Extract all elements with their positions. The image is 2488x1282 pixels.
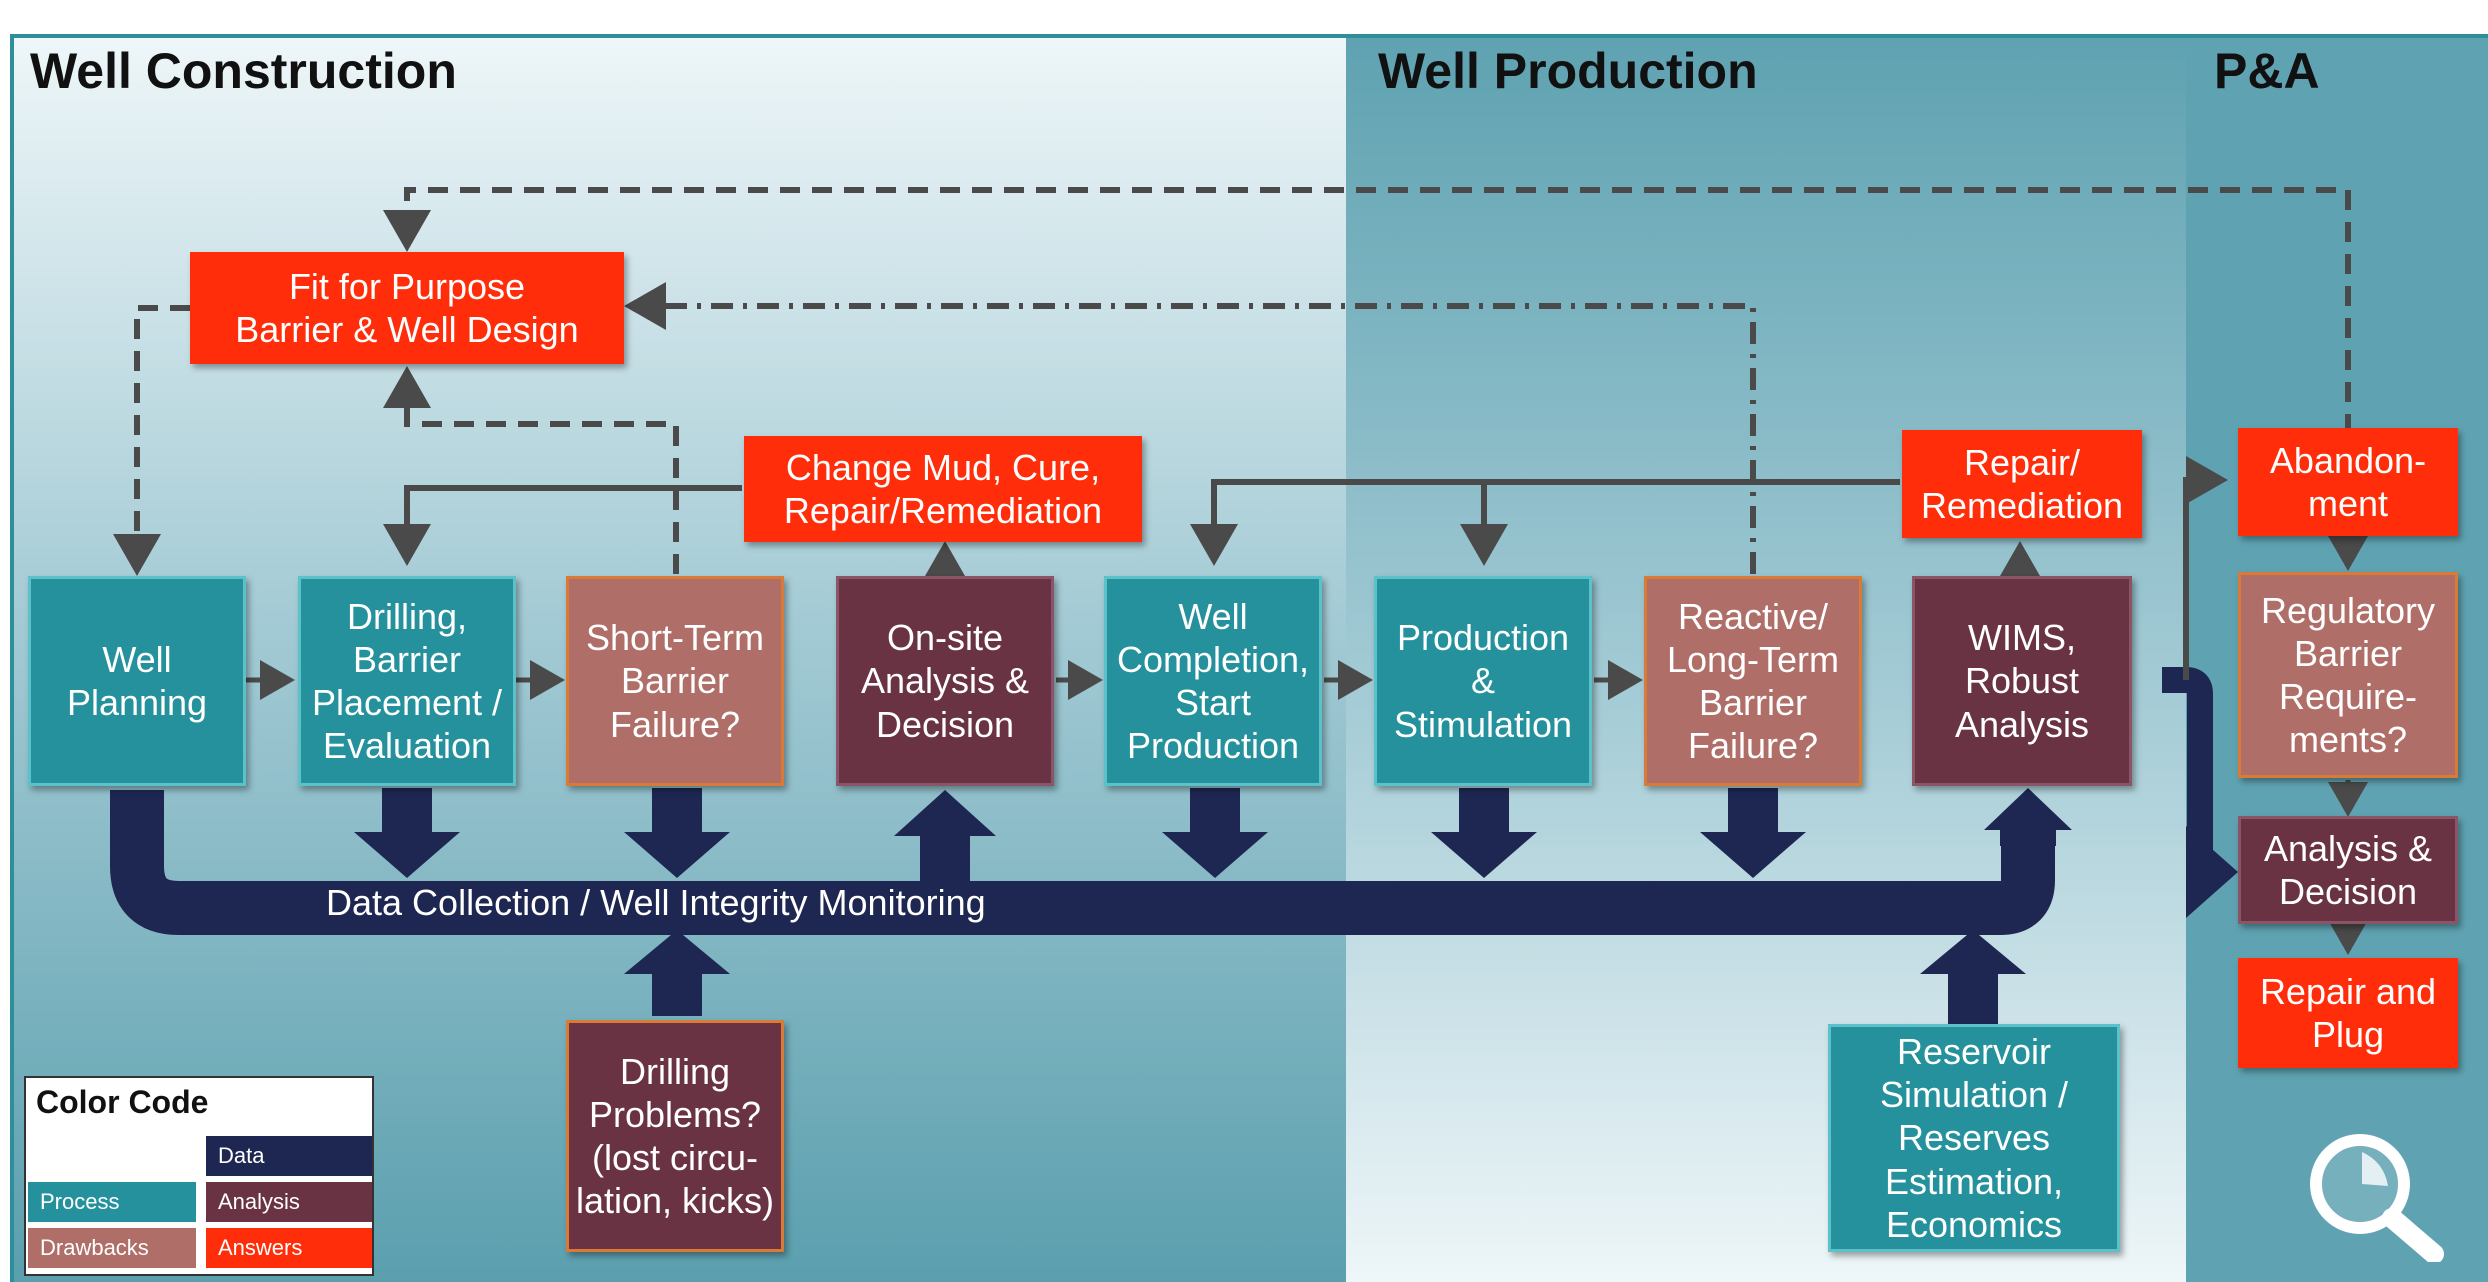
legend-drawbacks: Drawbacks [28,1228,196,1268]
box-short-term-failure: Short-Term Barrier Failure? [566,576,784,786]
magnifier-icon[interactable] [2292,1122,2452,1262]
box-drilling-problems: Drilling Problems? (lost circu- lation, … [566,1020,784,1252]
header-well-production: Well Production [1378,43,1758,99]
down-arrow-production [1431,788,1537,878]
feedback-dashed-lines [113,187,2351,576]
down-arrow-completion [1162,788,1268,878]
down-arrows [354,788,1806,878]
down-arrow-drilling [354,788,460,878]
box-production-stimulation: Production & Stimulation [1374,576,1592,786]
diagram-frame [10,34,2488,1282]
process-arrows [246,534,2368,955]
box-onsite-analysis: On-site Analysis & Decision [836,576,1054,786]
box-well-completion: Well Completion, Start Production [1104,576,1322,786]
legend-data: Data [206,1136,372,1176]
up-arrows [624,788,2072,1024]
header-pa: P&A [2214,43,2320,99]
data-band [110,790,2055,935]
box-regulatory-requirements: Regulatory Barrier Require- ments? [2238,572,2458,778]
box-drilling-barrier: Drilling, Barrier Placement / Evaluation [298,576,516,786]
box-reactive-failure: Reactive/ Long-Term Barrier Failure? [1644,576,1862,786]
box-abandonment: Abandon- ment [2238,428,2458,536]
feedback-dashdot-line [624,282,1756,574]
down-arrow-reactive [1700,788,1806,878]
legend-title: Color Code [36,1084,209,1120]
box-repair-remediation: Repair/ Remediation [1902,430,2142,538]
data-band-label: Data Collection / Well Integrity Monitor… [326,882,986,923]
feedback-solid-lines [383,456,2228,680]
legend-analysis: Analysis [206,1182,372,1222]
color-code-legend: Color Code Data Process Analysis Drawbac… [24,1076,374,1276]
band-to-analysis-head [2186,826,2238,918]
box-well-planning: Well Planning [28,576,246,786]
down-arrow-shortterm [624,788,730,878]
up-arrow-drilling-problems [624,930,730,1016]
up-arrow-reservoir [1920,930,2026,1024]
box-wims: WIMS, Robust Analysis [1912,576,2132,786]
box-change-mud: Change Mud, Cure, Repair/Remediation [744,436,1142,542]
legend-process: Process [28,1182,196,1222]
box-analysis-decision: Analysis & Decision [2238,816,2458,924]
up-arrow-onsite [894,790,996,882]
box-repair-and-plug: Repair and Plug [2238,958,2458,1068]
box-fit-for-purpose: Fit for Purpose Barrier & Well Design [190,252,624,364]
up-arrow-wims [1984,788,2072,846]
box-reservoir-simulation: Reservoir Simulation / Reserves Estimati… [1828,1024,2120,1252]
header-well-construction: Well Construction [30,43,457,99]
legend-answers: Answers [206,1228,372,1268]
